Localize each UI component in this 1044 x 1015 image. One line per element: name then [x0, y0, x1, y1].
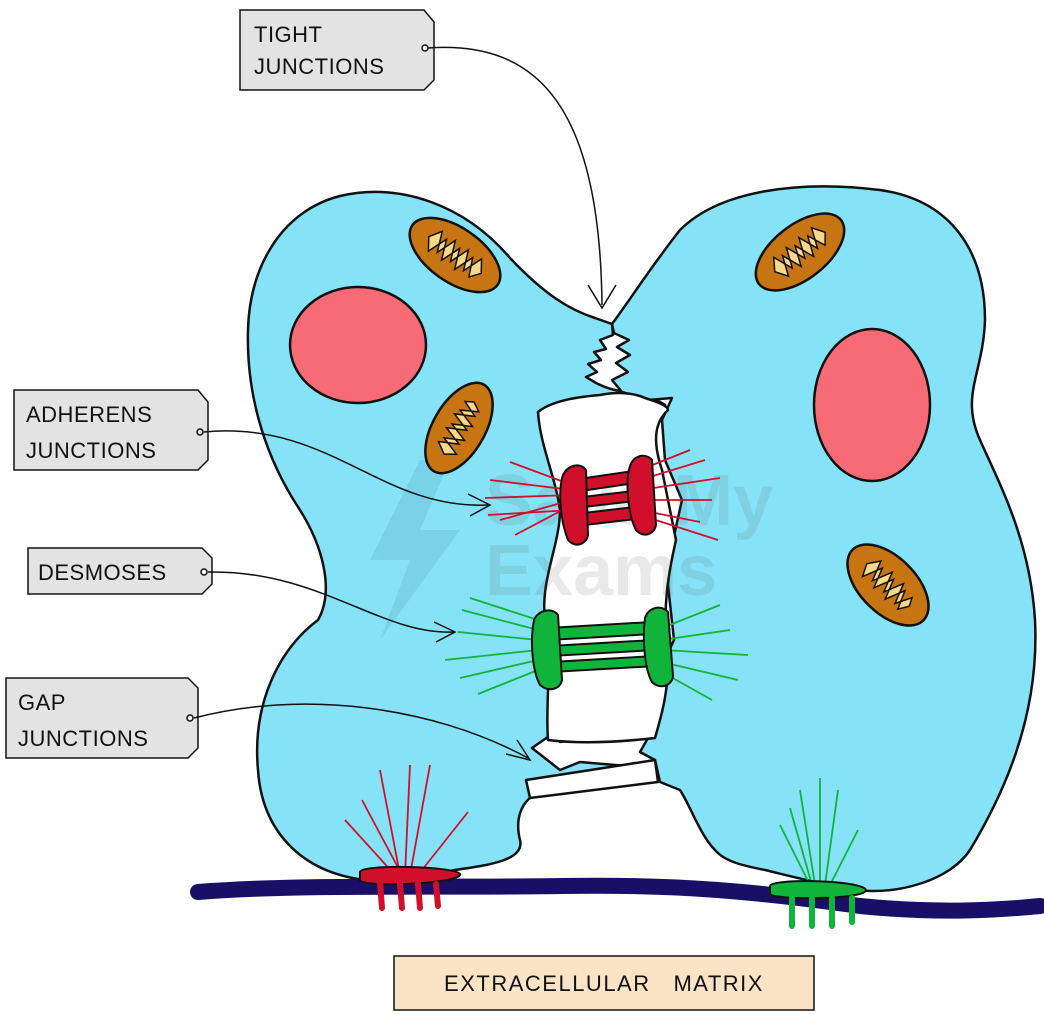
tight-junctions-label-line-1: TIGHT	[254, 22, 323, 47]
extracellular-matrix-fiber	[198, 886, 1040, 911]
tag-adherens-junctions: ADHERENS JUNCTIONS	[14, 390, 208, 470]
tag-tight-junctions: TIGHT JUNCTIONS	[240, 10, 434, 90]
tag-hole	[422, 45, 428, 51]
left-nucleus	[290, 287, 426, 403]
extracellular-matrix-label: EXTRACELLULAR MATRIX	[444, 971, 764, 996]
gap-junctions-label-line-2: JUNCTIONS	[18, 726, 148, 751]
tight-junctions-label-line-2: JUNCTIONS	[254, 54, 384, 79]
tag-hole	[201, 569, 207, 575]
adherens-junctions-label-line-2: JUNCTIONS	[26, 438, 156, 463]
adherens-junctions-label-line-1: ADHERENS	[26, 402, 152, 427]
desmosomes-label: DESMOSES	[38, 560, 167, 585]
tag-gap-junctions: GAP JUNCTIONS	[6, 678, 198, 758]
watermark-line-2: Exams	[485, 531, 717, 611]
tag-desmosomes: DESMOSES	[28, 548, 212, 594]
gap-junctions-label-line-1: GAP	[18, 690, 66, 715]
tag-hole	[187, 715, 193, 721]
extracellular-matrix-label-box: EXTRACELLULAR MATRIX	[394, 956, 814, 1010]
right-nucleus	[814, 329, 930, 481]
tag-hole	[197, 429, 203, 435]
